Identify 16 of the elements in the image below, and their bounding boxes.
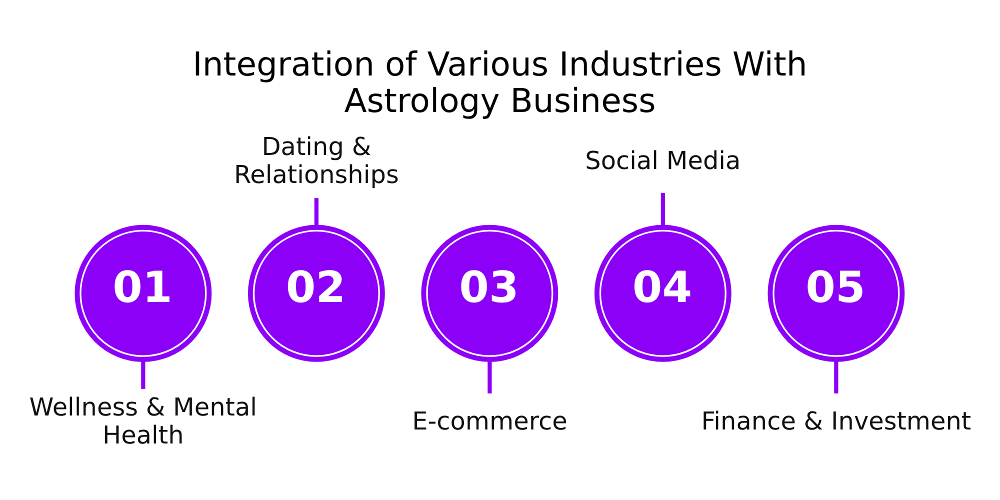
node-circle: 02	[248, 224, 385, 362]
connector	[834, 360, 838, 393]
node-text: Dating & Relationships	[234, 131, 399, 188]
node-text: Wellness & Mental Health	[29, 392, 258, 450]
connector	[488, 360, 492, 393]
connector	[314, 198, 318, 227]
node-circle: 04	[594, 224, 732, 362]
node-text: E-commerce	[412, 406, 568, 436]
node-circle: 01	[74, 224, 212, 362]
node-text: Finance & Investment	[701, 406, 972, 436]
connector	[141, 360, 146, 388]
connector	[660, 192, 665, 227]
node-circle: 05	[768, 224, 905, 362]
node-circle: 03	[421, 224, 558, 362]
diagram-title: Integration of Various Industries With Astrology Business	[192, 44, 808, 120]
node-text: Social Media	[585, 145, 741, 174]
